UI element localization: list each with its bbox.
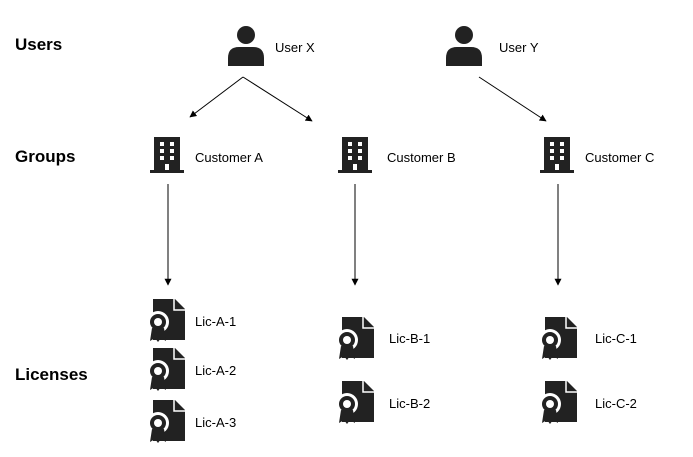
license-certificate-icon (147, 400, 185, 443)
row-label-users: Users (15, 35, 63, 54)
edge-userx-customera (189, 76, 244, 118)
user-icon (446, 26, 482, 66)
group-label: Customer B (387, 150, 456, 165)
license-label: Lic-C-2 (595, 396, 637, 411)
building-icon (150, 137, 184, 173)
license-label: Lic-A-2 (195, 363, 237, 378)
edge-usery-customerc (478, 76, 547, 122)
user-label: User X (275, 40, 315, 55)
group-label: Customer A (195, 150, 263, 165)
building-icon (338, 137, 372, 173)
license-label: Lic-A-1 (195, 314, 237, 329)
building-icon (540, 137, 574, 173)
license-certificate-icon (539, 381, 577, 424)
license-certificate-icon (147, 348, 185, 391)
license-certificate-icon (539, 317, 577, 360)
license-label: Lic-A-3 (195, 415, 237, 430)
license-certificate-icon (336, 317, 374, 360)
license-label: Lic-B-1 (389, 331, 431, 346)
license-label: Lic-C-1 (595, 331, 637, 346)
group-label: Customer C (585, 150, 655, 165)
row-label-licenses: Licenses (15, 365, 88, 384)
user-icon (228, 26, 264, 66)
user-label: User Y (499, 40, 539, 55)
edge-userx-customerb (242, 76, 313, 122)
license-certificate-icon (336, 381, 374, 424)
license-certificate-icon (147, 299, 185, 342)
row-label-groups: Groups (15, 147, 76, 166)
license-label: Lic-B-2 (389, 396, 431, 411)
